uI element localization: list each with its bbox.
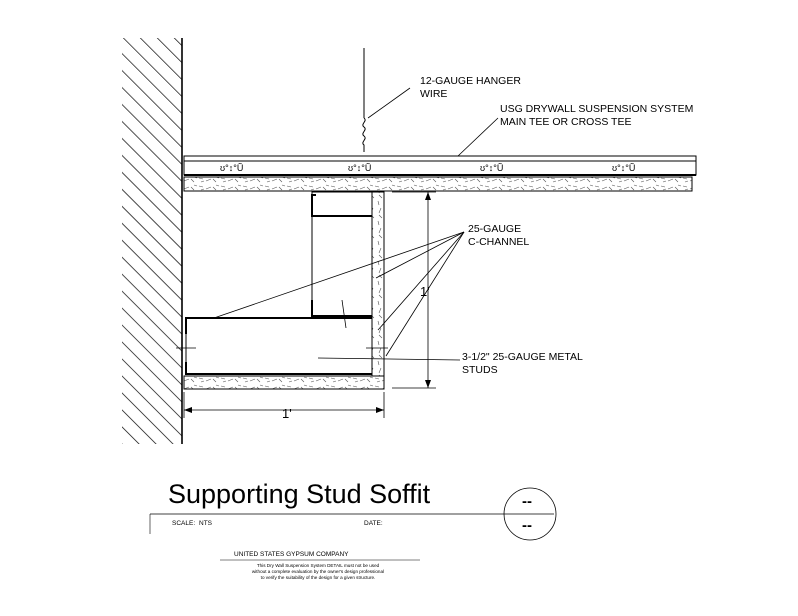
company-name: UNITED STATES GYPSUM COMPANY [234, 551, 349, 558]
detail-bubble [503, 487, 557, 541]
drawing-title: Supporting Stud Soffit [168, 479, 431, 509]
lower-stud-box [176, 317, 388, 375]
horizontal-dimension-text: 1' [282, 406, 292, 421]
scale-value: NTS [199, 520, 213, 527]
vertical-dimension-text: 1' [420, 284, 430, 299]
studs-label-line1: 3-1/2" 25-GAUGE METAL [462, 351, 583, 363]
detail-bubble-top: -- [522, 493, 532, 510]
disclaimer-line2: without a complete evaluation by the own… [252, 569, 384, 574]
leader-lines [213, 87, 499, 361]
horizontal-dimension [183, 392, 385, 418]
detail-bubble-bottom: -- [522, 517, 532, 534]
soffit-bottom-board [183, 375, 385, 390]
svg-text:ʊ°↕°Ũ: ʊ°↕°Ũ [480, 163, 503, 173]
concrete-wall [122, 30, 183, 444]
suspension-label-line1: USG DRYWALL SUSPENSION SYSTEM [500, 103, 693, 115]
upper-stud [311, 191, 373, 317]
scale-label: SCALE: [172, 520, 195, 527]
ceiling-gypsum-board [183, 176, 693, 192]
hanger-wire [362, 48, 366, 152]
svg-text:ʊ°↕°Ũ: ʊ°↕°Ũ [348, 163, 371, 173]
hanger-wire-label-line1: 12-GAUGE HANGER [420, 75, 521, 87]
date-label: DATE: [364, 520, 383, 527]
hanger-wire-label-line2: WIRE [420, 88, 447, 100]
title-block: Supporting Stud Soffit SCALE: NTS DATE: … [149, 479, 557, 580]
studs-label-line2: STUDS [462, 364, 498, 376]
main-tee: ʊ°↕°Ũ ʊ°↕°Ũ ʊ°↕°Ũ ʊ°↕°Ũ [183, 155, 697, 176]
vertical-dimension [392, 191, 436, 389]
disclaimer-line1: This Dry Wall Suspension System DETAIL m… [257, 563, 380, 568]
c-channel-label-line1: 25-GAUGE [468, 223, 521, 235]
disclaimer-line3: to verify the suitability of the design … [261, 575, 376, 580]
suspension-label-line2: MAIN TEE OR CROSS TEE [500, 116, 631, 128]
c-channel-label-line2: C-CHANNEL [468, 236, 529, 248]
svg-text:ʊ°↕°Ũ: ʊ°↕°Ũ [612, 163, 635, 173]
svg-text:ʊ°↕°Ũ: ʊ°↕°Ũ [220, 163, 243, 173]
